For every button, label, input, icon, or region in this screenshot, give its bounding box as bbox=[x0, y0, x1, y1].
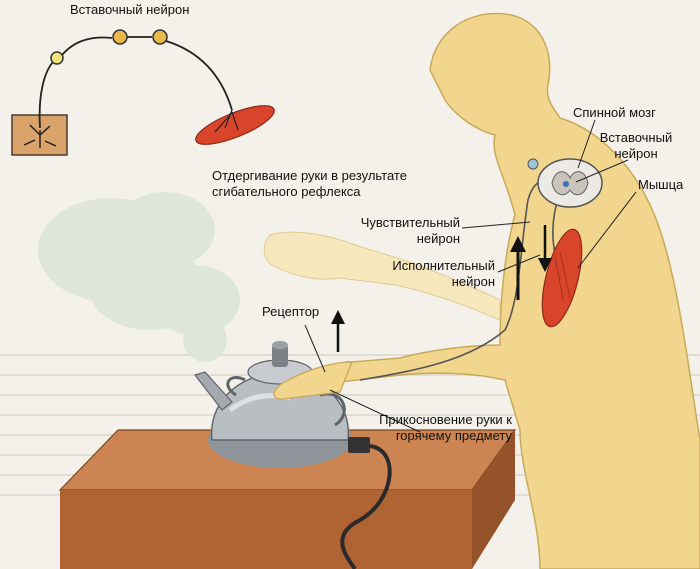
leader-lines bbox=[304, 119, 637, 433]
spinal-cord-label: Спинной мозг bbox=[573, 105, 656, 120]
sensory-neuron-label: Чувствительный нейрон bbox=[360, 215, 460, 246]
muscle-icon bbox=[541, 228, 583, 328]
withdrawn-hand-icon bbox=[263, 231, 501, 321]
touching-hand-icon bbox=[273, 361, 353, 400]
interneuron-body bbox=[112, 29, 128, 45]
schematic-reflex-arc bbox=[11, 29, 275, 156]
muscle-label: Мышца bbox=[638, 177, 684, 192]
power-cord bbox=[340, 437, 392, 569]
sensory-fiber bbox=[38, 59, 56, 129]
arrow-up-icon bbox=[510, 236, 526, 300]
interneuron-label: Вставочный нейрон bbox=[599, 130, 673, 161]
kettle-icon bbox=[193, 341, 352, 468]
arrow-down-icon bbox=[538, 225, 552, 272]
receptor-arrow-icon bbox=[331, 310, 345, 352]
sensory-nerve-path bbox=[359, 178, 553, 381]
spinal-cord-icon bbox=[527, 158, 603, 208]
schematic-muscle-icon bbox=[195, 105, 275, 145]
receptor-label: Рецептор bbox=[262, 304, 320, 319]
motor-neuron-body bbox=[152, 29, 168, 45]
motor-neuron-label: Исполнительный нейрон bbox=[392, 258, 495, 289]
touch-label: Прикосновение руки к горячему предмету bbox=[379, 412, 512, 443]
sensory-neuron-body bbox=[50, 51, 64, 65]
interneuron-top-label: Вставочный нейрон bbox=[70, 2, 190, 17]
withdrawal-label: Отдергивание руки в результате сгибатель… bbox=[212, 168, 407, 199]
steam-cloud bbox=[38, 192, 240, 362]
